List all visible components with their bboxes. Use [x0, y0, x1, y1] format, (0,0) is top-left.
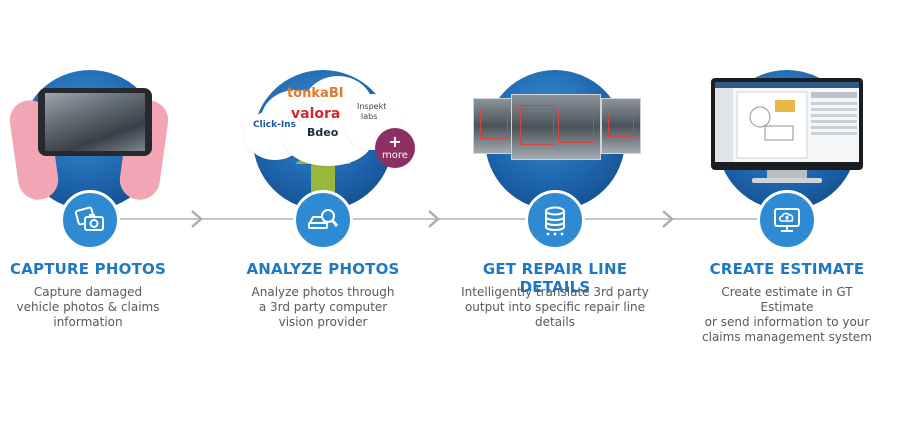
step-description-line: information — [53, 315, 123, 329]
damage-photo-right — [601, 98, 641, 154]
step-description: Create estimate in GT Estimate or send i… — [677, 285, 897, 345]
step-description: Capture damaged vehicle photos & claims … — [0, 285, 198, 330]
step-description-line: or send information to your — [704, 315, 870, 329]
step-create-estimate: CREATE ESTIMATE Create estimate in GT Es… — [677, 0, 897, 433]
damaged-car-photo — [45, 93, 145, 151]
click-ins-logo: Click-Ins — [253, 120, 296, 130]
damage-photo-center — [511, 94, 601, 160]
more-providers-badge: + more — [375, 128, 415, 168]
step-description-line: Intelligently translate 3rd party — [461, 285, 649, 299]
valora-logo: valora — [291, 106, 341, 122]
monitor-illustration — [711, 78, 863, 170]
process-connector-line — [115, 218, 780, 220]
monitor-stand — [767, 170, 807, 180]
more-label: more — [382, 150, 408, 161]
car-magnifier-icon — [293, 190, 353, 250]
step-description-line: vision provider — [278, 315, 368, 329]
cloud-upload-monitor-icon — [757, 190, 817, 250]
step-description-line: Capture damaged — [33, 285, 143, 299]
damage-photo-left — [473, 98, 517, 154]
step-get-repair-line-details: GET REPAIR LINE DETAILS Intelligently tr… — [445, 0, 665, 433]
plus-icon: + — [388, 132, 402, 151]
inspekt-logo: Inspekt — [357, 102, 387, 111]
tonka-logo: tonkaBI — [287, 86, 344, 101]
step-description-line: Create estimate in GT Estimate — [721, 285, 853, 314]
camera-photos-icon — [60, 190, 120, 250]
step-capture-photos: CAPTURE PHOTOS Capture damaged vehicle p… — [0, 0, 198, 433]
step-analyze-photos: tonkaBI valora Inspekt labs Click-Ins Bd… — [213, 0, 433, 433]
step-description-line: output into specific repair line — [464, 300, 646, 314]
chevron-right-icon — [660, 209, 676, 229]
step-description-line: a 3rd party computer — [258, 300, 388, 314]
chevron-right-icon — [189, 209, 205, 229]
step-description: Analyze photos through a 3rd party compu… — [213, 285, 433, 330]
vision-providers-cloud: tonkaBI valora Inspekt labs Click-Ins Bd… — [243, 72, 415, 168]
step-description-line: claims management system — [702, 330, 872, 344]
step-description-line: details — [535, 315, 575, 329]
bdeo-logo: Bdeo — [307, 126, 339, 139]
database-icon — [525, 190, 585, 250]
step-description: Intelligently translate 3rd party output… — [445, 285, 665, 330]
step-title: GET REPAIR LINE DETAILS — [482, 260, 628, 296]
step-description-line: Analyze photos through — [251, 285, 395, 299]
tablet-illustration — [38, 88, 152, 156]
estimate-software-screen — [715, 82, 859, 162]
step-title: CREATE ESTIMATE — [709, 260, 865, 278]
chevron-right-icon — [426, 209, 442, 229]
monitor-base — [752, 178, 822, 183]
labs-logo: labs — [361, 112, 378, 121]
step-title: CAPTURE PHOTOS — [10, 260, 166, 278]
step-title: ANALYZE PHOTOS — [246, 260, 400, 278]
step-description-line: vehicle photos & claims — [16, 300, 160, 314]
